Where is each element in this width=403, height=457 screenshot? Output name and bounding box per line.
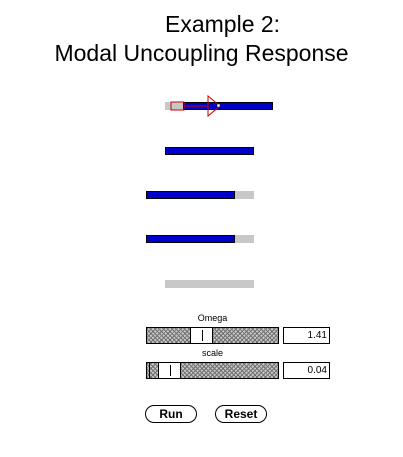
omega-slider[interactable] bbox=[146, 327, 279, 344]
omega-slider-thumb[interactable] bbox=[190, 327, 213, 344]
response-bar-3 bbox=[146, 191, 235, 199]
scale-label: scale bbox=[201, 348, 223, 358]
reset-button[interactable]: Reset bbox=[215, 405, 267, 423]
response-bar-4 bbox=[146, 235, 235, 243]
arrow-indicator-icon bbox=[170, 94, 221, 118]
omega-label: Omega bbox=[197, 313, 228, 323]
scale-slider-endcap bbox=[149, 363, 150, 378]
scale-thumb-notch bbox=[169, 365, 171, 376]
scale-value-field[interactable]: 0.04 bbox=[283, 362, 330, 379]
response-track-1 bbox=[165, 102, 185, 110]
response-track-5 bbox=[165, 280, 254, 288]
omega-thumb-notch bbox=[201, 330, 203, 341]
omega-value-field[interactable]: 1.41 bbox=[283, 327, 330, 344]
response-bar-2 bbox=[165, 147, 254, 155]
run-button[interactable]: Run bbox=[145, 405, 197, 423]
title-line-2: Modal Uncoupling Response bbox=[54, 40, 349, 66]
title-line-1: Example 2: bbox=[165, 11, 281, 37]
scale-slider[interactable] bbox=[146, 362, 279, 379]
scale-slider-thumb[interactable] bbox=[158, 362, 181, 379]
